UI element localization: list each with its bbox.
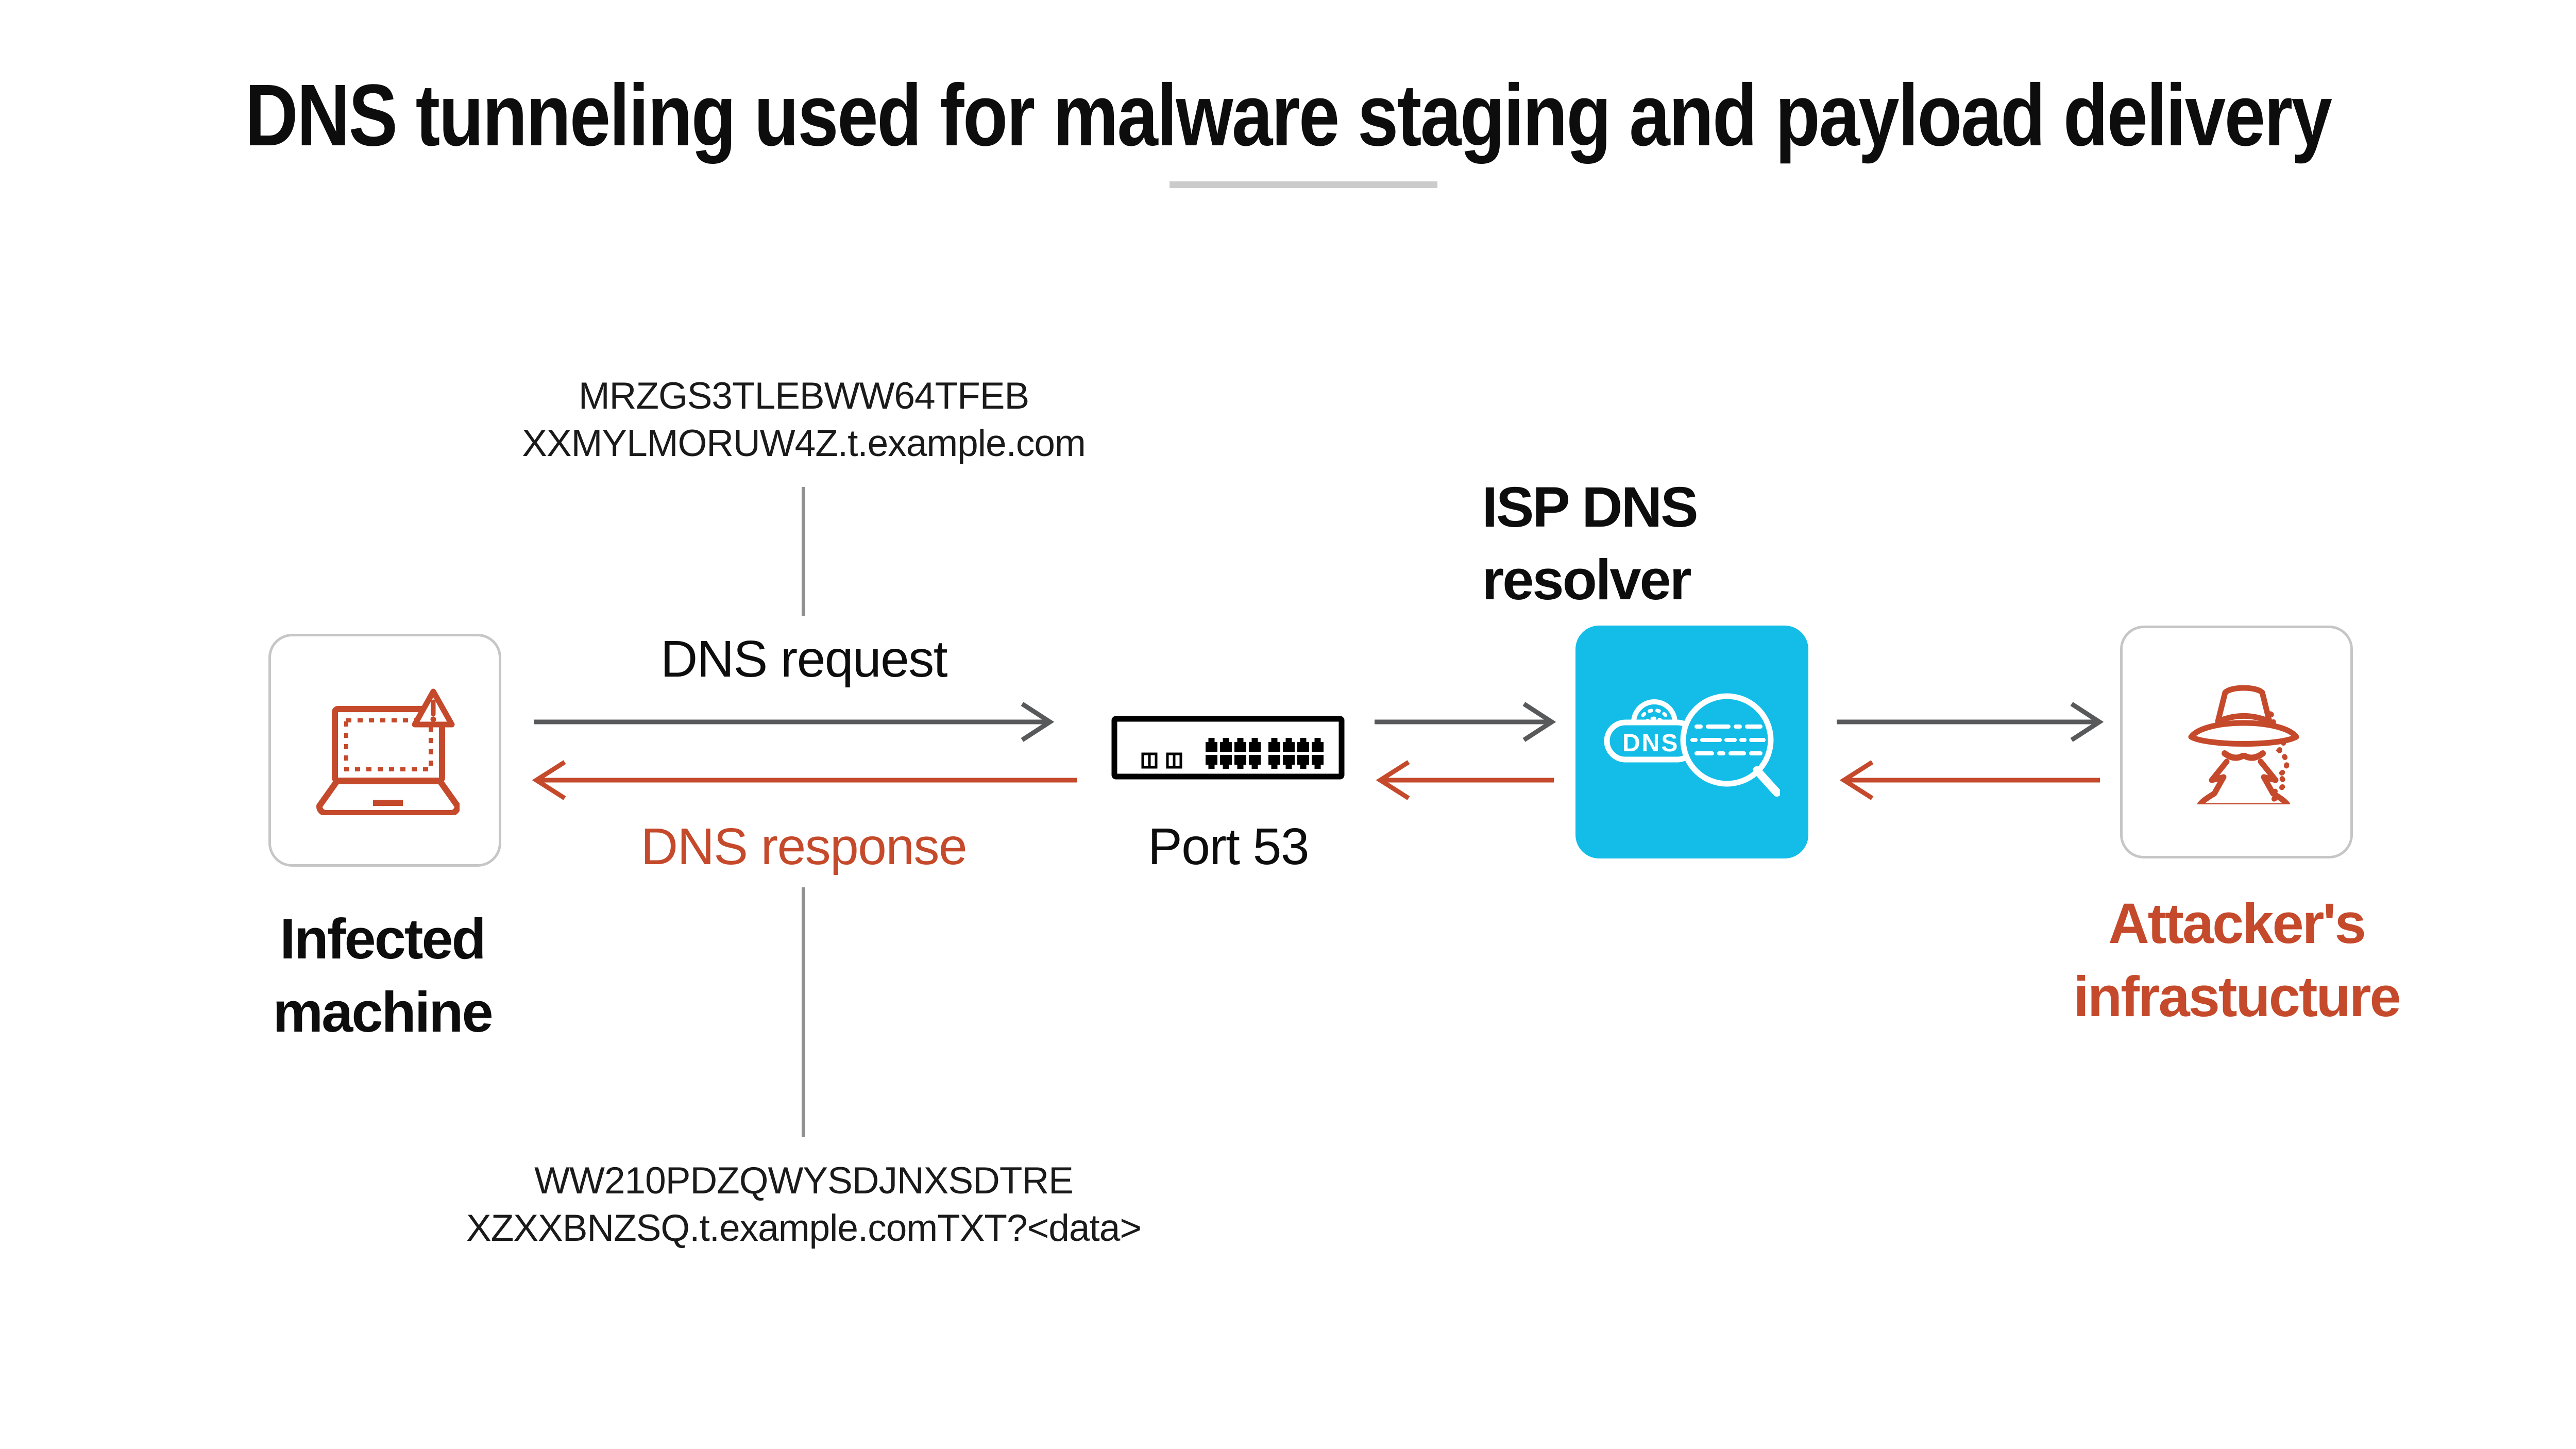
response-annotation-connector-line: [802, 887, 805, 1137]
isp-dns-resolver-label-line1: ISP DNS: [1482, 476, 1698, 539]
request-encoded-line1: MRZGS3TLEBWW64TFEB: [578, 375, 1029, 417]
response-encoded-annotation: WW210PDZQWYSDJNXSDTRE XZXXBNZSQ.t.exampl…: [466, 1157, 1142, 1252]
response-arrow-1: [532, 760, 1077, 800]
infected-machine-label: Infected machine: [273, 903, 493, 1049]
dns-magnifier-icon: DNS: [1604, 693, 1780, 797]
response-encoded-line2: XZXXBNZSQ.t.example.comTXT?<data>: [466, 1207, 1142, 1249]
infected-machine-label-line2: machine: [273, 980, 493, 1044]
network-switch-icon: [1111, 716, 1345, 780]
dns-badge-text: DNS: [1622, 730, 1679, 757]
request-encoded-line2: XXMYLMORUW4Z.t.example.com: [522, 422, 1086, 464]
request-arrow-3: [1837, 702, 2104, 742]
response-arrow-2: [1376, 760, 1554, 800]
request-encoded-annotation: MRZGS3TLEBWW64TFEB XXMYLMORUW4Z.t.exampl…: [522, 373, 1086, 467]
request-annotation-connector-line: [802, 487, 805, 616]
attacker-label-line2: infrastucture: [2073, 965, 2401, 1029]
isp-dns-resolver-label-line2: resolver: [1482, 548, 1691, 612]
infected-machine-label-line1: Infected: [280, 907, 486, 971]
page-title: DNS tunneling used for malware staging a…: [245, 66, 2332, 164]
attacker-infrastructure-label: Attacker's infrastucture: [2073, 887, 2401, 1034]
isp-dns-resolver-label: ISP DNS resolver: [1482, 471, 1698, 617]
attacker-label-line1: Attacker's: [2108, 892, 2366, 955]
dns-request-label: DNS request: [660, 630, 947, 688]
request-arrow-1: [534, 702, 1055, 742]
response-encoded-line1: WW210PDZQWYSDJNXSDTRE: [534, 1160, 1074, 1202]
request-arrow-2: [1375, 702, 1556, 742]
infected-machine-box: [268, 634, 501, 867]
dns-response-label: DNS response: [640, 818, 968, 875]
port-53-label: Port 53: [1148, 818, 1309, 875]
infected-laptop-icon: [316, 688, 460, 815]
spy-attacker-icon: [2188, 685, 2299, 804]
response-arrow-3: [1839, 760, 2100, 800]
title-divider: [1170, 181, 1437, 188]
